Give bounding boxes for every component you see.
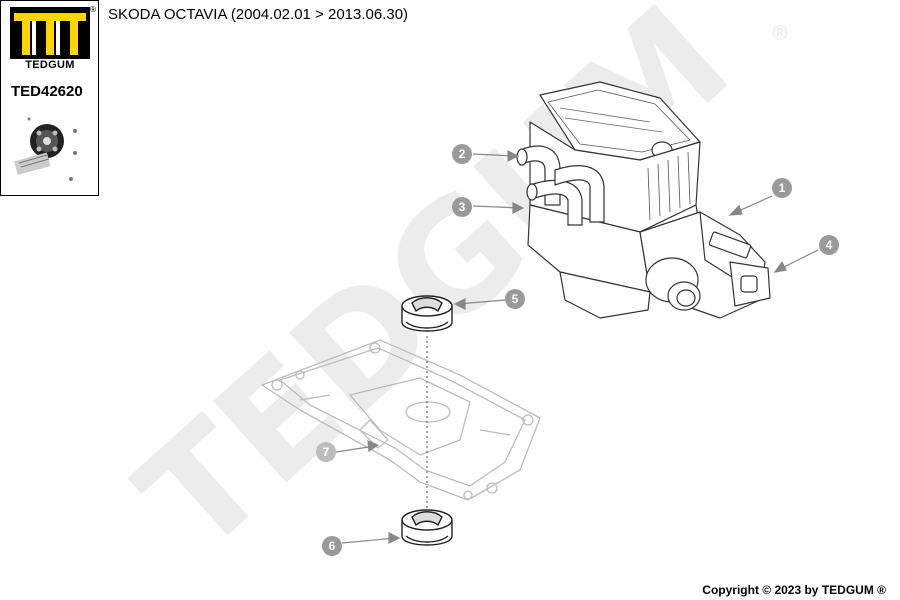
callout-2: 2	[452, 144, 472, 164]
svg-text:3: 3	[459, 200, 466, 214]
registered-mark: ®	[90, 5, 96, 14]
part-number: TED42620	[11, 83, 83, 100]
callout-4: 4	[819, 235, 839, 255]
callout-3: 3	[452, 197, 472, 217]
svg-text:5: 5	[512, 292, 519, 306]
tedgum-logo-icon	[10, 7, 90, 59]
svg-text:1: 1	[779, 181, 786, 195]
product-thumbnail-icon	[13, 117, 77, 181]
copyright-notice: Copyright © 2023 by TEDGUM ®	[702, 583, 886, 597]
callout-6: 6	[322, 536, 342, 556]
callout-7: 7	[316, 442, 336, 462]
vehicle-title: SKODA OCTAVIA (2004.02.01 > 2013.06.30)	[108, 6, 409, 23]
svg-text:7: 7	[323, 445, 330, 459]
svg-text:2: 2	[459, 147, 466, 161]
brand-panel: ® TEDGUM TED42620	[0, 0, 99, 196]
callout-5: 5	[505, 289, 525, 309]
engine-mount-6	[401, 509, 453, 546]
engine-mount-5	[401, 295, 453, 332]
watermark-reg-mark: ®	[770, 21, 790, 45]
callout-1: 1	[772, 178, 792, 198]
brand-name: TEDGUM	[25, 59, 75, 71]
svg-text:4: 4	[826, 238, 833, 252]
engine-block	[516, 81, 771, 319]
svg-text:6: 6	[329, 539, 336, 553]
subframe	[261, 339, 541, 501]
leader-lines	[335, 150, 819, 544]
